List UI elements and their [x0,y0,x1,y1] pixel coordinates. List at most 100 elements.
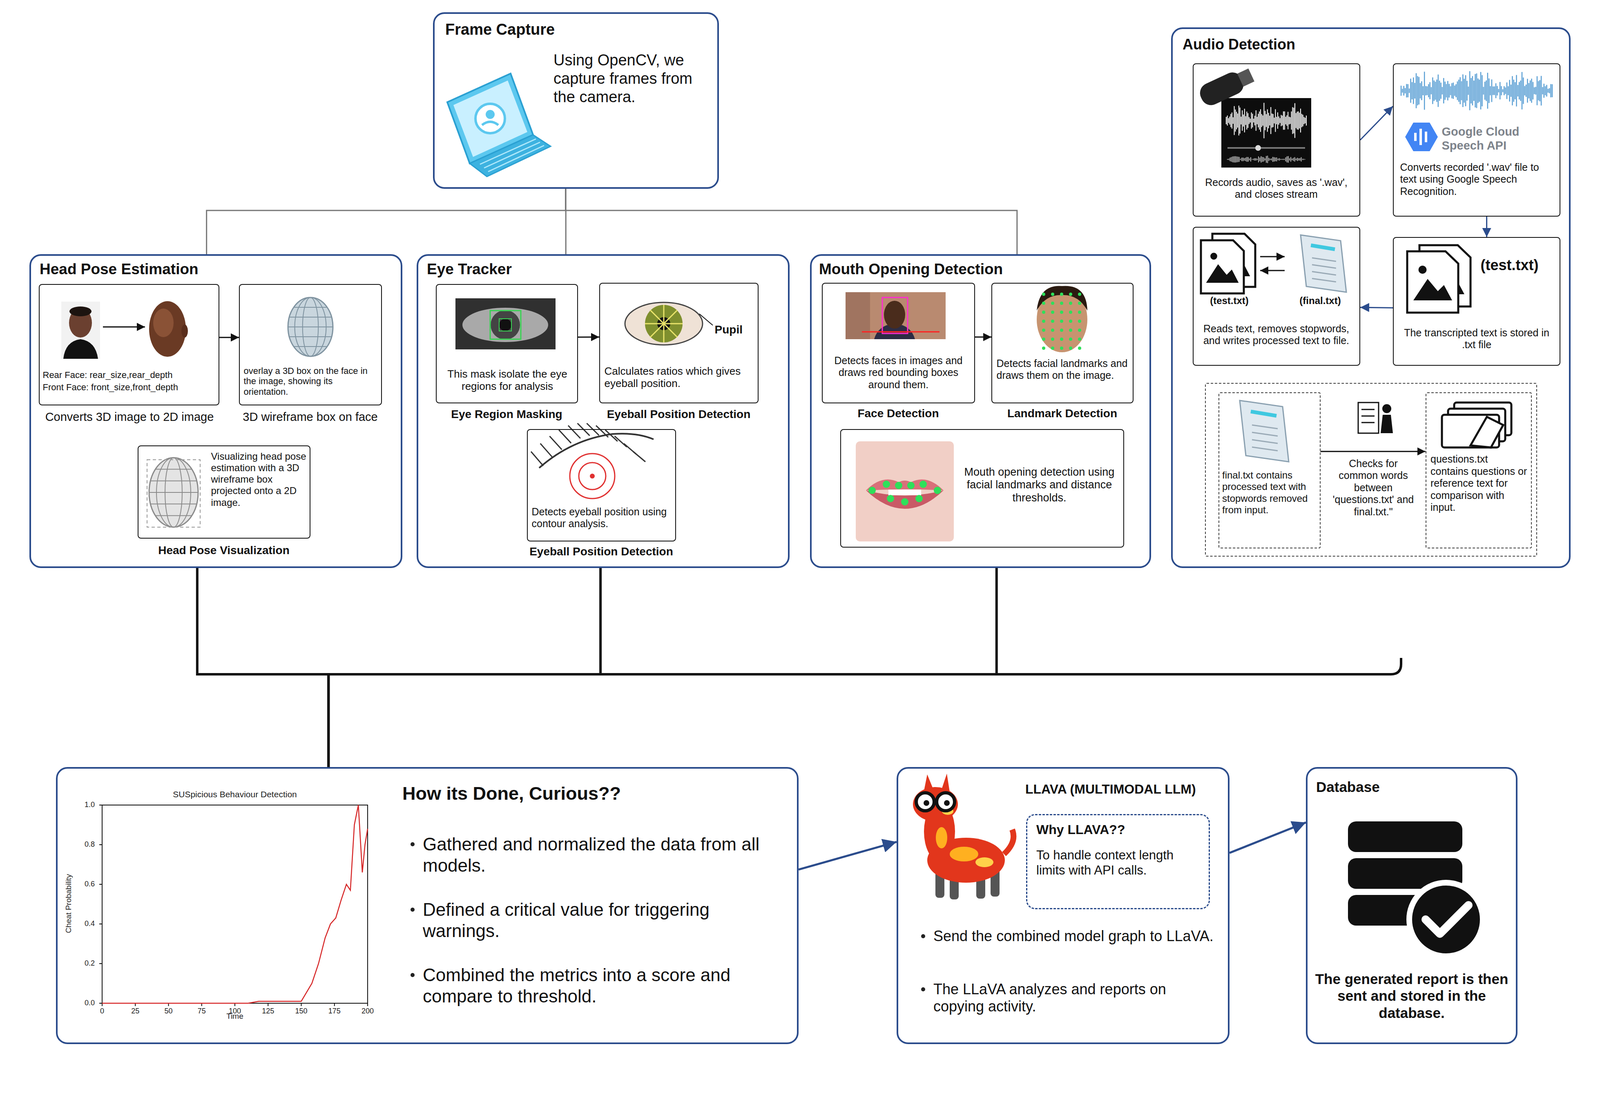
waveform [1412,77,1415,105]
landmark-dots [1051,337,1055,341]
waveform [1491,79,1493,102]
eyeball-photo [624,302,703,345]
probability-chart [334,1002,335,1006]
waveform [1237,113,1239,128]
microphone-icon [1227,147,1306,149]
waveform [1274,157,1276,161]
step-box: (test.txt)(final.txt)Reads text, removes… [1192,226,1361,366]
waveform [1253,118,1255,123]
body-text: Detects faces in images and draws red bo… [827,354,971,391]
body-text: Records audio, saves as '.wav', and clos… [1198,176,1355,201]
landmark-dots [1077,319,1082,323]
connector-line [197,567,329,767]
document-icon [1200,240,1244,294]
body-text: 3D wireframe box on face [234,409,387,424]
laptop-icon [488,145,545,172]
waveform [1517,84,1519,97]
bullet-dot [410,972,415,977]
landmark-dots [1059,319,1064,323]
lip-landmarks [886,494,895,503]
waveform [1229,157,1231,162]
waveform [1291,158,1293,161]
sync-arrows [1260,270,1285,272]
waveform [1407,84,1409,98]
waveform [1300,157,1302,162]
heading-text: Pupil [714,322,756,337]
body-text: questions.txt contains questions or refe… [1430,452,1528,514]
laptop-icon [479,138,545,172]
waveform [1481,75,1483,107]
waveform [1499,82,1501,100]
waveform [1227,158,1228,160]
wireframe-head [287,297,333,357]
waveform [1264,158,1266,161]
waveform [1532,82,1534,100]
body-text: This mask isolate the eye regions for an… [441,367,574,393]
checklist-icon [1361,408,1375,411]
waveform [1256,158,1258,161]
waveform [1247,156,1249,162]
document-icon [1206,264,1239,284]
waveform [1229,116,1230,125]
waveform [1267,109,1268,132]
waveform [1269,115,1270,126]
microphone-icon [1255,145,1261,151]
waveform [1285,116,1287,125]
step-box: Google Cloud Speech APIConverts recorded… [1392,63,1561,217]
landmark-dots [1051,292,1055,296]
waveform [1462,74,1464,108]
llava-mascot [934,800,937,803]
waveform [1234,156,1236,163]
dashed-box: questions.txt contains questions or refe… [1425,392,1532,549]
step-box: Detects facial landmarks and draws them … [991,282,1134,404]
checklist-icon [1358,402,1393,433]
waveform [1508,80,1511,102]
connector-arrow [577,336,600,338]
eyeball-photo [699,313,713,326]
sync-arrows [1260,256,1285,271]
heading-text: Face Detection [821,406,976,420]
waveform [1524,86,1526,96]
waveform [1483,87,1485,95]
llava-mascot [916,792,935,811]
landmark-dots [1042,301,1046,305]
body-text: Detects eyeball position using contour a… [531,505,672,530]
waveform [1286,156,1288,163]
waveform [1244,108,1246,133]
section-panel: Eye TrackerThis mask isolate the eye reg… [416,254,790,568]
waveform [1443,78,1445,104]
microphone-icon [1237,68,1255,87]
waveform [1302,158,1304,161]
body-text: overlay a 3D box on the face in the imag… [243,365,379,398]
step-box: PupilCalculates ratios which gives eyeba… [599,282,759,404]
eyeball-photo [644,304,683,343]
waveform [1289,158,1290,161]
waveform [1226,102,1307,139]
microphone-icon [1196,64,1312,168]
heading-text: Eyeball Position Detection [586,407,771,421]
waveform [1432,77,1434,104]
waveform [1290,156,1292,162]
waveform [1410,78,1412,103]
waveform [1249,158,1250,161]
connector-arrow [1229,822,1306,853]
waveform [1247,113,1249,128]
wireframe-head [289,316,332,318]
speech-api-logo [1419,128,1422,146]
face-photo [61,301,101,359]
waveform [1246,111,1248,130]
waveform [1241,110,1243,131]
connector-line [328,567,997,767]
waveform [1408,88,1411,94]
heading-text: (test.txt) [1480,256,1559,274]
waveform [1263,102,1265,139]
step-box: Rear Face: rear_size,rear_depthFront Fac… [38,283,220,406]
waveform [1529,80,1531,101]
face-photo [63,339,99,359]
paper-icon [1239,400,1289,462]
document-icon [1413,278,1453,301]
paper-icon [1239,400,1289,462]
face-detection-photo [861,331,940,333]
document-stack-icon [1441,402,1512,448]
waveform [1249,118,1251,123]
